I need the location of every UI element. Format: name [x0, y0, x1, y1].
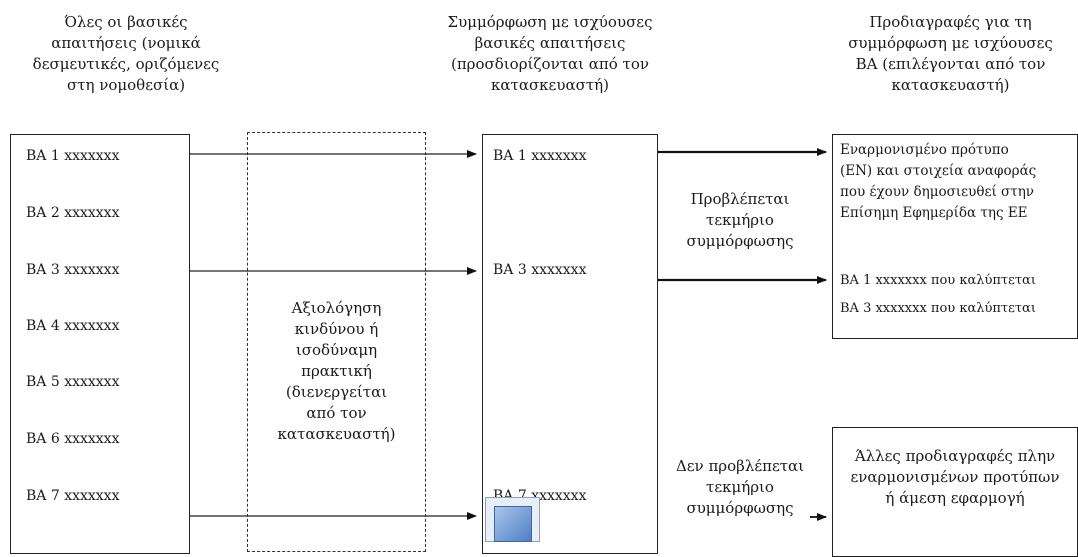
selection-overlay-icon[interactable] — [485, 497, 540, 542]
left-item-6: BA 6 xxxxxxx — [26, 431, 120, 447]
no-presumption-text: Δεν προβλέπεται τεκμήριο συμμόρφωσης — [675, 457, 805, 517]
left-item-3: BA 3 xxxxxxx — [26, 262, 120, 278]
presumption-text: Προβλέπεται τεκμήριο συμμόρφωσης — [686, 190, 794, 250]
covered-item-2: BA 3 xxxxxxx που καλύπτεται — [840, 301, 1036, 316]
header-specifications: Προδιαγραφές για τη συμμόρφωση με ισχύου… — [848, 13, 1053, 94]
other-specifications-text: Άλλες προδιαγραφές πλην εναρμονισμένων π… — [850, 447, 1060, 507]
other-specifications-box — [832, 427, 1078, 557]
left-item-2: BA 2 xxxxxxx — [26, 205, 120, 221]
all-requirements-box — [10, 134, 190, 554]
compliance-box — [482, 134, 658, 554]
risk-assessment-text: Αξιολόγηση κινδύνου ή ισοδύναμη πρακτική… — [277, 299, 396, 443]
connector-arrows — [190, 148, 827, 521]
harmonised-standard-title: Εναρμονισμένο πρότυπο (ΕΝ) και στοιχεία … — [840, 142, 1037, 221]
left-item-5: BA 5 xxxxxxx — [26, 374, 120, 390]
left-item-1: BA 1 xxxxxxx — [26, 148, 120, 164]
header-all-requirements: Όλες οι βασικές απαιτήσεις (νομικά δεσμε… — [32, 13, 220, 94]
compliance-item-1: BA 1 xxxxxxx — [493, 148, 587, 164]
compliance-item-2: BA 3 xxxxxxx — [493, 262, 587, 278]
left-item-4: BA 4 xxxxxxx — [26, 318, 120, 334]
left-item-7: BA 7 xxxxxxx — [26, 488, 120, 504]
covered-item-1: BA 1 xxxxxxx που καλύπτεται — [840, 273, 1036, 288]
harmonised-standard-box — [832, 134, 1078, 339]
header-compliance: Συμμόρφωση με ισχύουσες βασικές απαιτήσε… — [447, 13, 653, 94]
